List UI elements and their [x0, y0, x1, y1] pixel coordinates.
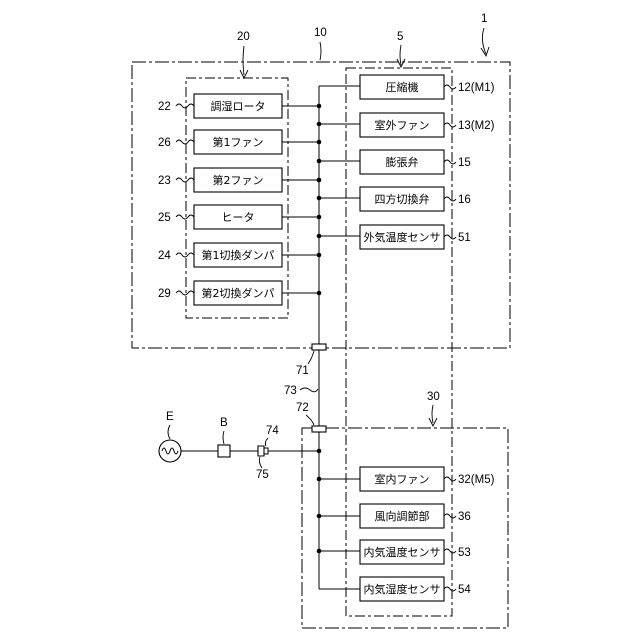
indoor-component-53: 内気温度センサ 53 — [317, 540, 471, 564]
component-label: 圧縮機 — [386, 80, 419, 94]
component-ref-num: 24 — [158, 250, 171, 262]
ref-num-connector-71: 71 — [296, 365, 309, 377]
component-ref-num: 26 — [158, 137, 171, 149]
component-ref-num: 22 — [158, 101, 171, 113]
humidity-component-24: 第1切換ダンパ 24 — [158, 243, 321, 267]
ref-num-cable-73: 73 — [284, 385, 297, 397]
ref-num-system: 1 — [481, 13, 487, 25]
humidity-component-23: 第2ファン 23 — [158, 168, 321, 192]
ref-num-control-unit: 5 — [397, 31, 403, 43]
component-label: 四方切換弁 — [375, 192, 430, 206]
ref-leader-connector-72 — [306, 415, 314, 425]
component-ref-num: 54 — [458, 584, 471, 596]
outdoor-component-13: 室外ファン 13(M2) — [317, 113, 495, 137]
component-label: 第1ファン — [213, 135, 264, 149]
component-ref-num: 12(M1) — [458, 82, 495, 94]
component-label: 内気温度センサ — [364, 545, 441, 559]
indoor-component-32: 室内ファン 32(M5) — [317, 467, 495, 491]
component-label: 外気温度センサ — [364, 230, 441, 244]
component-ref-num: 13(M2) — [458, 120, 495, 132]
component-ref-num: 32(M5) — [458, 474, 495, 486]
outdoor-component-51: 外気温度センサ 51 — [317, 225, 471, 249]
humidity-component-22: 調湿ロータ 22 — [158, 94, 321, 118]
ref-leader-cable-73 — [300, 388, 318, 392]
component-label: 室外ファン — [375, 118, 430, 132]
humidity-component-25: ヒータ 25 — [158, 205, 321, 229]
ref-leader-connector-71 — [308, 351, 314, 364]
ref-num-indoor-unit: 30 — [427, 391, 440, 403]
ref-num-connector-72: 72 — [296, 402, 309, 414]
component-ref-num: 25 — [158, 212, 171, 224]
component-ref-num: 29 — [158, 288, 171, 300]
outdoor-component-16: 四方切換弁 16 — [317, 187, 471, 211]
connector-72 — [312, 426, 326, 432]
component-label: 室内ファン — [375, 472, 430, 486]
ref-num-plug: 74 — [266, 425, 279, 437]
component-ref-num: 36 — [458, 511, 471, 523]
ref-num-humidity-unit: 20 — [237, 31, 250, 43]
outdoor-component-15: 膨張弁 15 — [317, 150, 471, 174]
component-label: 第1切換ダンパ — [202, 248, 275, 262]
indoor-component-54: 内気湿度センサ 54 — [360, 577, 471, 601]
component-ref-num: 16 — [458, 194, 471, 206]
component-ref-num: 23 — [158, 175, 171, 187]
ref-num-breaker: B — [220, 417, 228, 429]
component-label: 第2ファン — [213, 173, 264, 187]
component-label: 風向調節部 — [375, 509, 430, 523]
ref-leader-indoor-unit — [432, 405, 433, 423]
component-label: 内気湿度センサ — [364, 582, 441, 596]
component-ref-num: 51 — [458, 232, 471, 244]
ref-num-outdoor-unit: 10 — [314, 27, 327, 39]
plug-74-socket-75: 74 75 — [256, 425, 279, 481]
component-ref-num: 53 — [458, 547, 471, 559]
component-label: 第2切換ダンパ — [202, 286, 275, 300]
ref-leader-system — [482, 28, 486, 54]
component-label: 調湿ロータ — [211, 99, 266, 113]
humidity-component-26: 第1ファン 26 — [158, 130, 321, 154]
outdoor-component-12: 圧縮機 12(M1) — [360, 75, 495, 99]
component-label: 膨張弁 — [386, 155, 419, 169]
power-source-e: E — [159, 411, 181, 462]
ref-leader-humidity-unit — [243, 46, 244, 75]
indoor-component-36: 風向調節部 36 — [317, 504, 471, 528]
ref-leader-control-unit — [400, 45, 401, 65]
component-label: ヒータ — [222, 211, 255, 224]
ref-num-socket: 75 — [256, 469, 269, 481]
ref-leader-outdoor-unit — [320, 42, 321, 60]
breaker-b: B — [218, 417, 230, 457]
connector-71 — [312, 344, 326, 350]
ref-num-power-source: E — [166, 411, 174, 423]
humidity-component-29: 第2切換ダンパ 29 — [158, 281, 321, 305]
component-ref-num: 15 — [458, 157, 471, 169]
